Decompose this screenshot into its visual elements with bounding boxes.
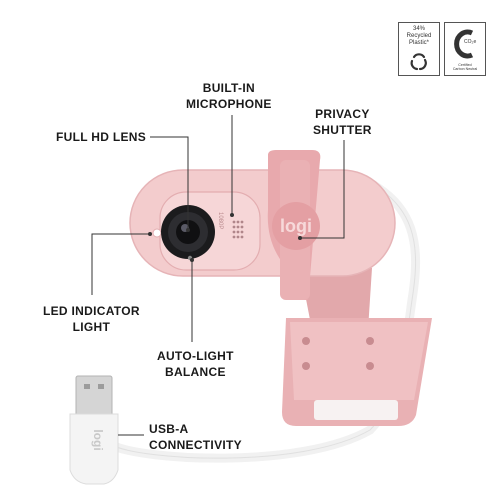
base-screw: [366, 362, 374, 370]
lens-callout-line: [150, 136, 189, 230]
usb-metal-plug: [75, 375, 113, 417]
base-screw: [302, 337, 310, 345]
full-hd-lens-label: FULL HD LENS: [56, 130, 147, 144]
base-screw: [366, 337, 374, 345]
led-indicator: [152, 228, 162, 238]
recycled-percent: 34%: [412, 26, 425, 32]
base-pad: [314, 400, 398, 420]
certified-text: Certified: [458, 63, 472, 67]
usb-logo: logi: [91, 429, 105, 450]
usb-label-line1: USB-A: [149, 422, 189, 436]
co2e-symbol: CO₂e: [464, 39, 477, 45]
carbon-neutral-badge: CO₂e Certified Carbon Neutral: [444, 22, 486, 76]
autolight-label-line1: AUTO-LIGHT: [157, 349, 234, 363]
led-callout-line: [91, 233, 150, 295]
microphone-label-line2: MICROPHONE: [186, 97, 272, 111]
carbon-neutral-text: Carbon Neutral: [452, 67, 478, 71]
privacy-callout-line: [300, 140, 345, 239]
usb-connectivity-label: USB-A CONNECTIVITY: [149, 421, 242, 453]
led-indicator-label: LED INDICATOR LIGHT: [43, 303, 140, 335]
resolution-text: 1080P: [217, 212, 223, 229]
led-label-line2: LIGHT: [72, 320, 111, 334]
camera-logo: logi: [280, 216, 312, 236]
stand-back-leg: [300, 268, 372, 330]
privacy-shutter-label: PRIVACY SHUTTER: [313, 106, 372, 138]
usb-housing: [69, 413, 119, 485]
microphone-grille: [232, 220, 244, 239]
led-label-line1: LED INDICATOR: [43, 304, 140, 318]
microphone-label: BUILT-IN MICROPHONE: [186, 80, 272, 112]
auto-light-label: AUTO-LIGHT BALANCE: [157, 348, 234, 380]
usb-label-line2: CONNECTIVITY: [149, 438, 242, 452]
plastic-word: Plastic*: [408, 40, 429, 46]
autolight-label-line2: BALANCE: [165, 365, 226, 379]
privacy-label-line1: PRIVACY: [315, 107, 370, 121]
recycled-plastic-badge: 34% Recycled Plastic*: [398, 22, 440, 76]
recycle-icon: [410, 53, 427, 71]
carbon-c-icon: [454, 29, 474, 59]
recycled-word: Recycled: [406, 33, 432, 39]
microphone-label-line1: BUILT-IN: [202, 81, 255, 95]
privacy-label-line2: SHUTTER: [313, 123, 372, 137]
base-screw: [302, 362, 310, 370]
